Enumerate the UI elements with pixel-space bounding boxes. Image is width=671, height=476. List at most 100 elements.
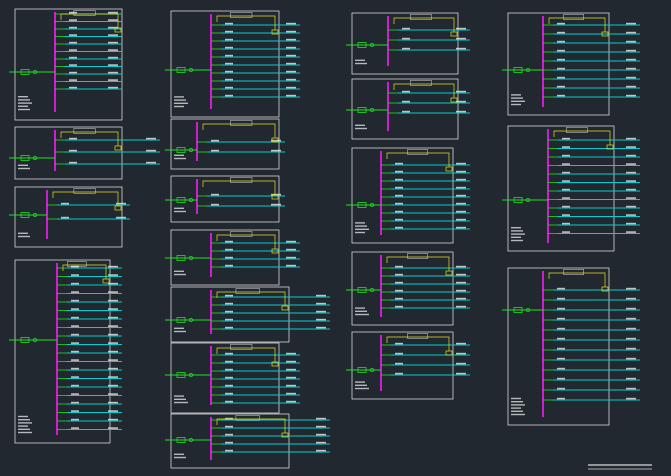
panel-17-frame: [507, 12, 610, 116]
panel-04-load-tag: [108, 299, 118, 302]
panel-01-load-tag: [108, 56, 118, 59]
panel-19-feeder-tag: [557, 307, 565, 310]
panel-12-control-loop: [393, 17, 455, 32]
panel-06-meter-symbol: [189, 148, 193, 152]
panel-09-load-tag: [316, 326, 326, 329]
panel-07: [165, 175, 285, 223]
panel-01-note-line: [18, 99, 30, 101]
panel-19-feeder-tag: [557, 387, 565, 390]
panel-04-load-tag: [108, 291, 118, 293]
panel-05-note-line: [174, 99, 186, 101]
panel-14-feeder-tag: [395, 178, 403, 181]
panel-01-note-line: [18, 96, 28, 98]
panel-17-load-tag: [626, 40, 636, 43]
panel-18-feeder-tag: [562, 154, 570, 157]
panel-14: [346, 147, 470, 244]
panel-15-feeder-tag: [395, 273, 403, 276]
panel-08-note-line: [174, 273, 186, 276]
panel-04-note-line: [18, 422, 32, 424]
panel-18-feeder-tag: [562, 137, 570, 140]
panel-19-load-tag: [626, 317, 636, 320]
panel-05-note-line: [174, 105, 184, 108]
panel-04-load-tag: [108, 410, 118, 412]
panel-17: [502, 12, 640, 116]
panel-08-control-loop: [216, 234, 276, 249]
panel-04-load-tag: [108, 308, 118, 310]
panel-12-load-tag: [456, 27, 466, 30]
panel-01-load-tag: [108, 34, 118, 36]
panel-11-control-relay: [281, 432, 289, 438]
panel-15-note-line: [355, 310, 367, 312]
panel-04-feeder-tag: [71, 333, 79, 336]
panel-12-header-box: [410, 14, 432, 20]
panel-05-control-loop: [216, 15, 276, 30]
panel-10-load-tag: [286, 400, 296, 403]
panel-13-control-relay: [450, 97, 458, 103]
panel-05-meter-symbol: [189, 68, 193, 72]
panel-09-load-tag: [316, 310, 326, 313]
panel-04-note-line: [18, 419, 30, 421]
panel-04-feeder-tag: [71, 384, 79, 387]
panel-14-feeder-tag: [395, 218, 403, 221]
panel-19-header-box: [563, 269, 584, 275]
panel-04-feeder-tag: [71, 308, 79, 310]
panel-01-load-tag: [108, 49, 118, 51]
panel-19-load-tag: [626, 297, 636, 300]
panel-14-feeder-tag: [395, 202, 403, 205]
panel-06-control-relay: [271, 137, 279, 143]
panel-10-feeder-tag: [225, 400, 233, 403]
panel-17-load-tag: [626, 49, 636, 52]
panel-09-load-tag: [316, 294, 326, 297]
panel-12: [346, 12, 470, 75]
panel-04-note-line: [18, 425, 28, 427]
panel-18-load-tag: [626, 163, 636, 165]
panel-07-load-tag: [271, 203, 281, 206]
panel-05-note-line: [174, 96, 184, 98]
panel-04-feeder-tag: [71, 427, 79, 429]
panel-05-feeder-tag: [225, 78, 233, 81]
panel-14-feeder-tag: [395, 210, 403, 213]
panel-14-load-tag: [456, 186, 466, 189]
panel-14-load-tag: [456, 162, 466, 165]
panel-03-load-tag: [116, 202, 126, 205]
panel-15-feeder-tag: [395, 281, 403, 284]
panel-18-load-tag: [626, 171, 636, 174]
panel-07-control-relay: [271, 194, 279, 200]
panel-01-load-tag: [108, 64, 118, 66]
panel-01-feeder-tag: [69, 71, 77, 74]
panel-11-feeder-tag: [225, 441, 233, 444]
panel-04-feeder-tag: [71, 350, 79, 353]
panel-05: [165, 10, 300, 118]
panel-01-note-line: [18, 105, 28, 107]
panel-19-note-line: [511, 407, 521, 409]
panel-04-feeder-tag: [71, 410, 79, 412]
panel-13-load-tag: [456, 110, 466, 113]
panel-16-load-tag: [456, 372, 466, 375]
panel-16-header-box: [407, 333, 428, 339]
panel-02-note-line: [18, 164, 28, 166]
panel-10-feeder-tag: [225, 392, 233, 395]
panel-18: [502, 125, 640, 252]
panel-07-control-loop: [202, 180, 276, 195]
panel-04-load-tag: [108, 427, 118, 429]
panel-14-load-tag: [456, 218, 466, 221]
panel-06-control-loop: [202, 123, 276, 138]
panel-19-feeder-tag: [557, 297, 565, 300]
panel-18-note-line: [511, 230, 523, 232]
panel-08-feeder-tag: [225, 240, 233, 243]
panel-04-note-line: [18, 415, 28, 418]
panel-03-note-line: [18, 235, 30, 238]
panel-14-feeder-tag: [395, 170, 403, 173]
panel-19-note-line: [511, 401, 523, 403]
panel-08-note-line: [174, 270, 184, 272]
panel-18-load-tag: [626, 205, 636, 208]
panel-14-load-tag: [456, 226, 466, 229]
panel-16-feeder-tag: [395, 362, 403, 365]
panel-15-feeder-tag: [395, 297, 403, 300]
panel-15-control-relay: [445, 270, 453, 276]
panel-11-load-tag: [316, 449, 326, 452]
panel-19-load-tag: [626, 327, 636, 330]
panel-18-load-tag: [626, 180, 636, 182]
